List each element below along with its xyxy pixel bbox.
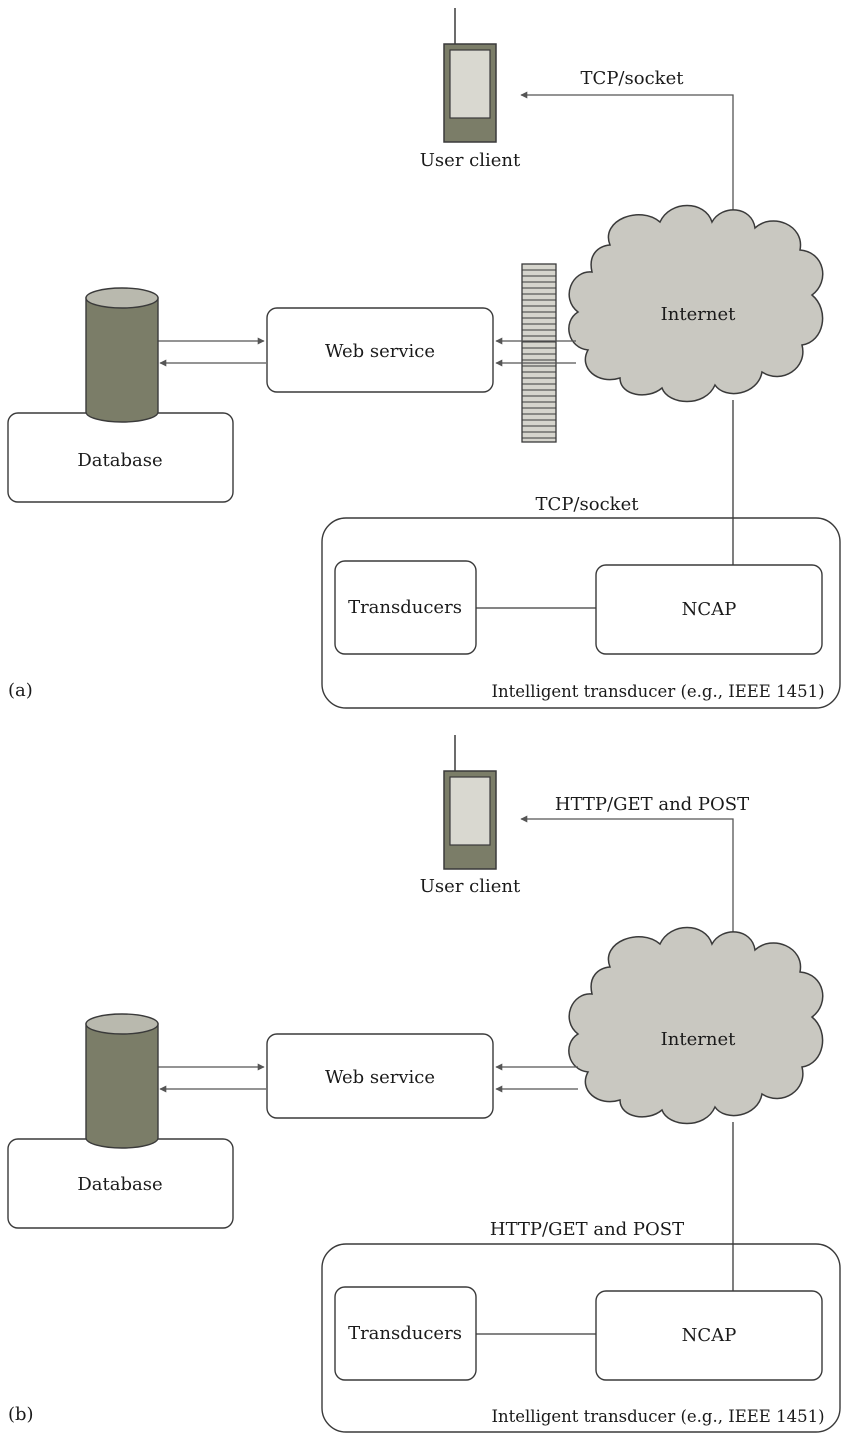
database-label: Database: [77, 450, 162, 471]
intelligent-transducer-container: [321, 517, 841, 709]
user-client-label: User client: [420, 150, 521, 171]
transducers-label: Transducers: [348, 1323, 462, 1344]
client-link-line: [520, 815, 734, 944]
panel-a: User client TCP/socket Internet: [7, 8, 841, 709]
ncap-box: [595, 1290, 823, 1381]
user-client-device-icon: [443, 8, 497, 143]
client-link-protocol-label: TCP/socket: [581, 68, 685, 89]
user-client-device-icon: [443, 735, 497, 870]
database-label: Database: [77, 1174, 162, 1195]
client-link-line: [520, 91, 734, 222]
container-label: Intelligent transducer (e.g., IEEE 1451): [491, 682, 824, 701]
ncap-label: NCAP: [682, 599, 737, 620]
ncap-link-protocol-label: TCP/socket: [536, 494, 640, 515]
panel-b: User client HTTP/GET and POST Internet W…: [7, 735, 841, 1433]
web-service-label: Web service: [325, 1067, 435, 1088]
internet-cloud-icon: [568, 204, 824, 403]
intelligent-transducer-container: [321, 1243, 841, 1433]
internet-label: Internet: [661, 1029, 736, 1050]
internet-label: Internet: [661, 304, 736, 325]
web-service-box: [266, 307, 494, 393]
internet-cloud-icon: [568, 926, 824, 1125]
client-link-protocol-label: HTTP/GET and POST: [555, 794, 749, 815]
web-service-label: Web service: [325, 341, 435, 362]
ncap-label: NCAP: [682, 1325, 737, 1346]
database-cylinder-icon: [85, 287, 159, 423]
container-label: Intelligent transducer (e.g., IEEE 1451): [491, 1407, 824, 1426]
panel-tag: (a): [8, 680, 33, 701]
web-service-box: [266, 1033, 494, 1119]
ncap-link-protocol-label: HTTP/GET and POST: [490, 1219, 684, 1240]
panel-tag: (b): [8, 1404, 34, 1425]
database-cylinder-icon: [85, 1013, 159, 1149]
user-client-label: User client: [420, 876, 521, 897]
ncap-box: [595, 564, 823, 655]
transducers-label: Transducers: [348, 597, 462, 618]
firewall-icon: [521, 263, 557, 443]
